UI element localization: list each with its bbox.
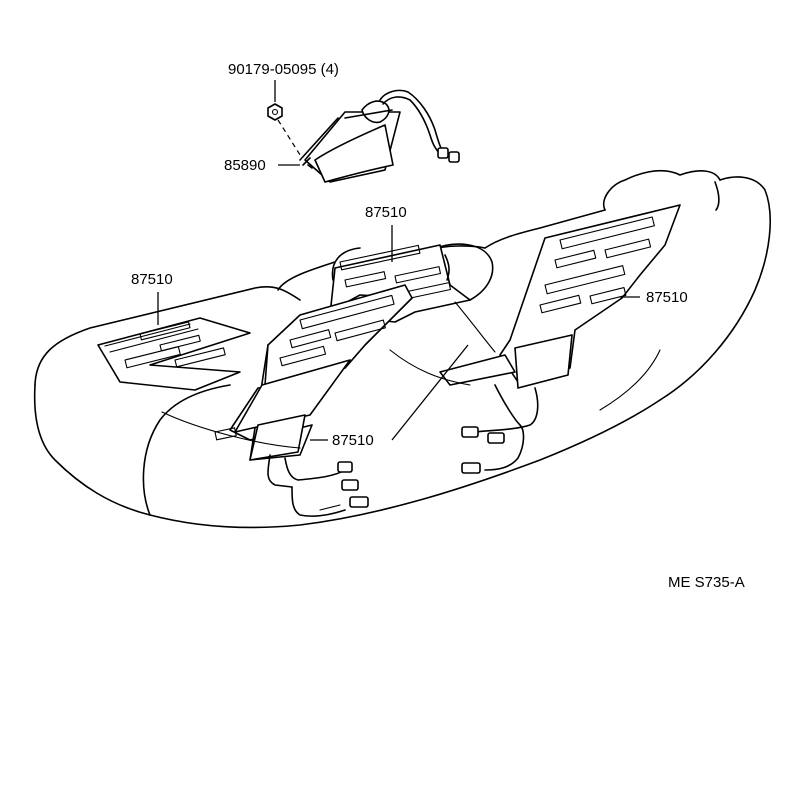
label-heater-front[interactable]: 87510 xyxy=(332,432,374,449)
heater-element-right xyxy=(439,204,681,389)
seat-cushion xyxy=(33,170,771,529)
label-ecu-85890[interactable]: 85890 xyxy=(224,157,266,174)
label-heater-center[interactable]: 87510 xyxy=(365,204,407,221)
harness-right xyxy=(461,384,539,474)
heater-element-front xyxy=(214,284,413,461)
harness-left xyxy=(267,454,369,517)
label-bolt-90179[interactable]: 90179-05095 (4) xyxy=(228,61,339,78)
ecu-box xyxy=(299,89,460,183)
label-heater-left[interactable]: 87510 xyxy=(131,271,173,288)
figure-code: ME S735-A xyxy=(668,574,745,591)
heater-element-left xyxy=(97,317,251,391)
bolt-icon xyxy=(267,103,283,121)
label-heater-right[interactable]: 87510 xyxy=(646,289,688,306)
